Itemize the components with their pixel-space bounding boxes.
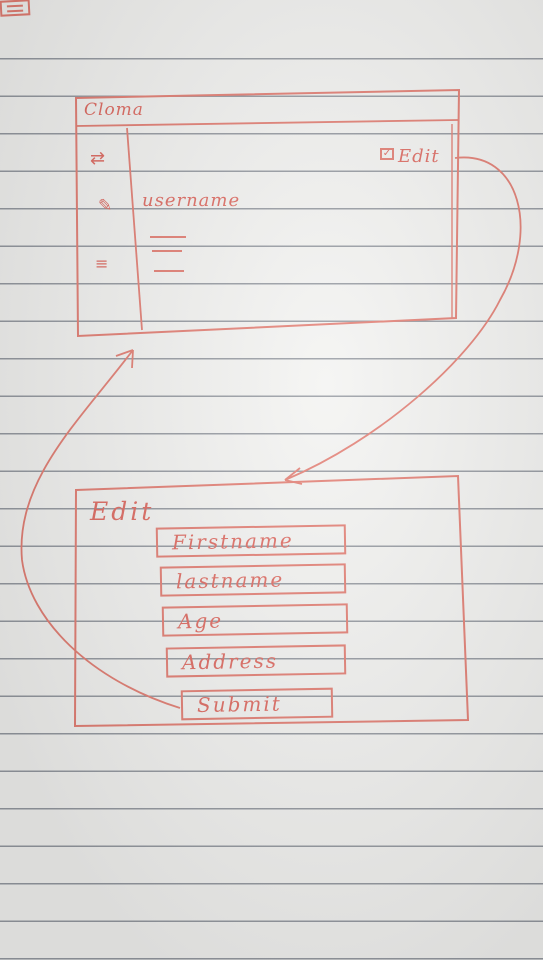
app-title: Cloma xyxy=(84,100,144,120)
placeholder-line xyxy=(152,250,182,252)
edit-flow-arrow xyxy=(284,156,522,481)
main-screen-frame xyxy=(74,88,461,338)
age-field[interactable]: Age xyxy=(161,603,349,637)
submit-flow-arrowhead xyxy=(115,349,134,369)
submit-flow-arrow xyxy=(20,349,181,709)
username-label: username xyxy=(142,190,241,211)
hamburger-icon[interactable] xyxy=(0,0,31,17)
firstname-field[interactable]: Firstname xyxy=(155,524,347,558)
placeholder-line xyxy=(150,236,186,238)
main-header-divider xyxy=(75,119,459,127)
submit-button[interactable]: Submit xyxy=(180,687,334,721)
placeholder-line xyxy=(154,270,184,272)
lastname-field[interactable]: lastname xyxy=(159,563,347,597)
swap-arrows-icon[interactable]: ⇄ xyxy=(90,148,106,169)
lastname-label: lastname xyxy=(175,567,285,594)
edit-link[interactable]: Edit xyxy=(398,146,440,167)
list-icon[interactable]: ≡ xyxy=(95,254,109,273)
submit-label: Submit xyxy=(196,691,283,718)
address-label: Address xyxy=(181,648,279,675)
edit-screen-frame xyxy=(73,474,470,728)
pencil-icon[interactable]: ✎ xyxy=(98,196,113,216)
edit-icon[interactable]: ✓ xyxy=(380,148,394,160)
address-field[interactable]: Address xyxy=(165,644,347,678)
main-sidebar-divider xyxy=(126,127,143,331)
edit-form-title: Edit xyxy=(90,497,155,526)
firstname-label: Firstname xyxy=(171,528,294,555)
age-label: Age xyxy=(177,608,224,634)
